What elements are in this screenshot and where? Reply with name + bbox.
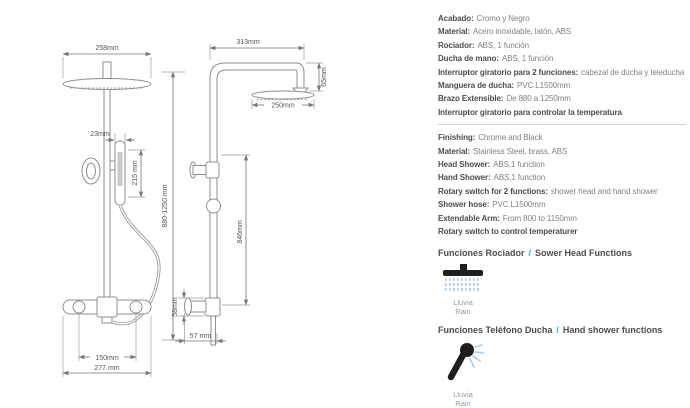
hand-shower-rain-function: Lluvia Rain (438, 341, 488, 408)
spec-row: Ducha de mano:ABS, 1 función (438, 54, 554, 64)
front-view (62, 61, 161, 326)
spec-row: Finishing:Chrome and Black (438, 133, 543, 143)
spec-row: Shower hose:PVC.L1500mm (438, 200, 546, 210)
dim-head-width: 258mm (95, 45, 119, 52)
dim-arm-length: 313mm (236, 39, 260, 46)
hand-shower-icon (447, 342, 484, 380)
specs-english: Finishing:Chrome and Black Material:Stai… (438, 131, 690, 238)
dim-head-drop: 65mm (321, 67, 328, 87)
spec-panel: Acabado:Cromo y Negro Material:Acero ino… (438, 12, 690, 408)
water-spray-icon (445, 277, 481, 291)
spec-row: Brazo Extensible:De 880 a 1250mm (438, 94, 571, 104)
front-view-dimensions: 258mm 23mm 215 mm 150mm 2 (62, 45, 152, 377)
technical-drawing: 258mm 23mm 215 mm 150mm 2 (62, 39, 328, 377)
dim-valve-depth: 57 mm (190, 333, 212, 340)
side-view-dimensions: 313mm 65mm 250mm 846mm 58 (172, 39, 328, 344)
dim-inlet-spacing: 150mm (95, 355, 119, 362)
spec-row: Extendable Arm:From 800 to 1150mm (438, 213, 577, 223)
dim-hand-shower-width: 23mm (90, 131, 110, 138)
dim-valve-height: 58mm (172, 297, 179, 317)
spec-row: Interruptor giratorio para controlar la … (438, 107, 622, 117)
water-spray-icon (469, 343, 484, 368)
spec-row: Hand Shower:ABS,1 function (438, 173, 546, 183)
rain-mode-label: Lluvia Rain (453, 297, 473, 316)
dim-valve-width: 277 mm (94, 365, 119, 372)
spec-row: Acabado:Cromo y Negro (438, 14, 530, 23)
specs-spanish: Acabado:Cromo y Negro Material:Acero ino… (438, 12, 690, 119)
side-view (184, 62, 315, 346)
head-shower-functions-title: Funciones Rociador/Sower Head Functions (438, 247, 633, 258)
spec-row: Material:Acero inoxidable, latón, ABS (438, 27, 572, 37)
spec-row: Head Shower:ABS,1 function (438, 160, 545, 170)
dim-column-height: 846mm (237, 220, 244, 244)
spec-row: Rociador:ABS, 1 función (438, 40, 529, 50)
shower-head-icon (442, 263, 484, 291)
dim-overall-height: 880-1250 mm (162, 184, 169, 227)
section-divider (438, 124, 686, 126)
head-shower-rain-function: Lluvia Rain (438, 263, 488, 316)
hand-shower-functions-title: Funciones Teléfono Ducha/Hand shower fun… (438, 324, 663, 335)
dim-head-diameter: 250mm (271, 103, 295, 110)
spec-row: Interruptor giratorio para 2 funciones:c… (438, 67, 685, 77)
spec-row: Material:Stainless Steel, brass, ABS (438, 146, 568, 156)
spec-row: Manguera de ducha:PVC.L1500mm (438, 81, 571, 91)
spec-row: Rotary switch for 2 functions:shower hea… (438, 186, 658, 196)
spec-row: Rotary switch to control temperaturer (438, 227, 578, 237)
dim-hand-shower-height: 215 mm (132, 160, 139, 185)
rain-mode-label: Lluvia Rain (453, 389, 473, 408)
